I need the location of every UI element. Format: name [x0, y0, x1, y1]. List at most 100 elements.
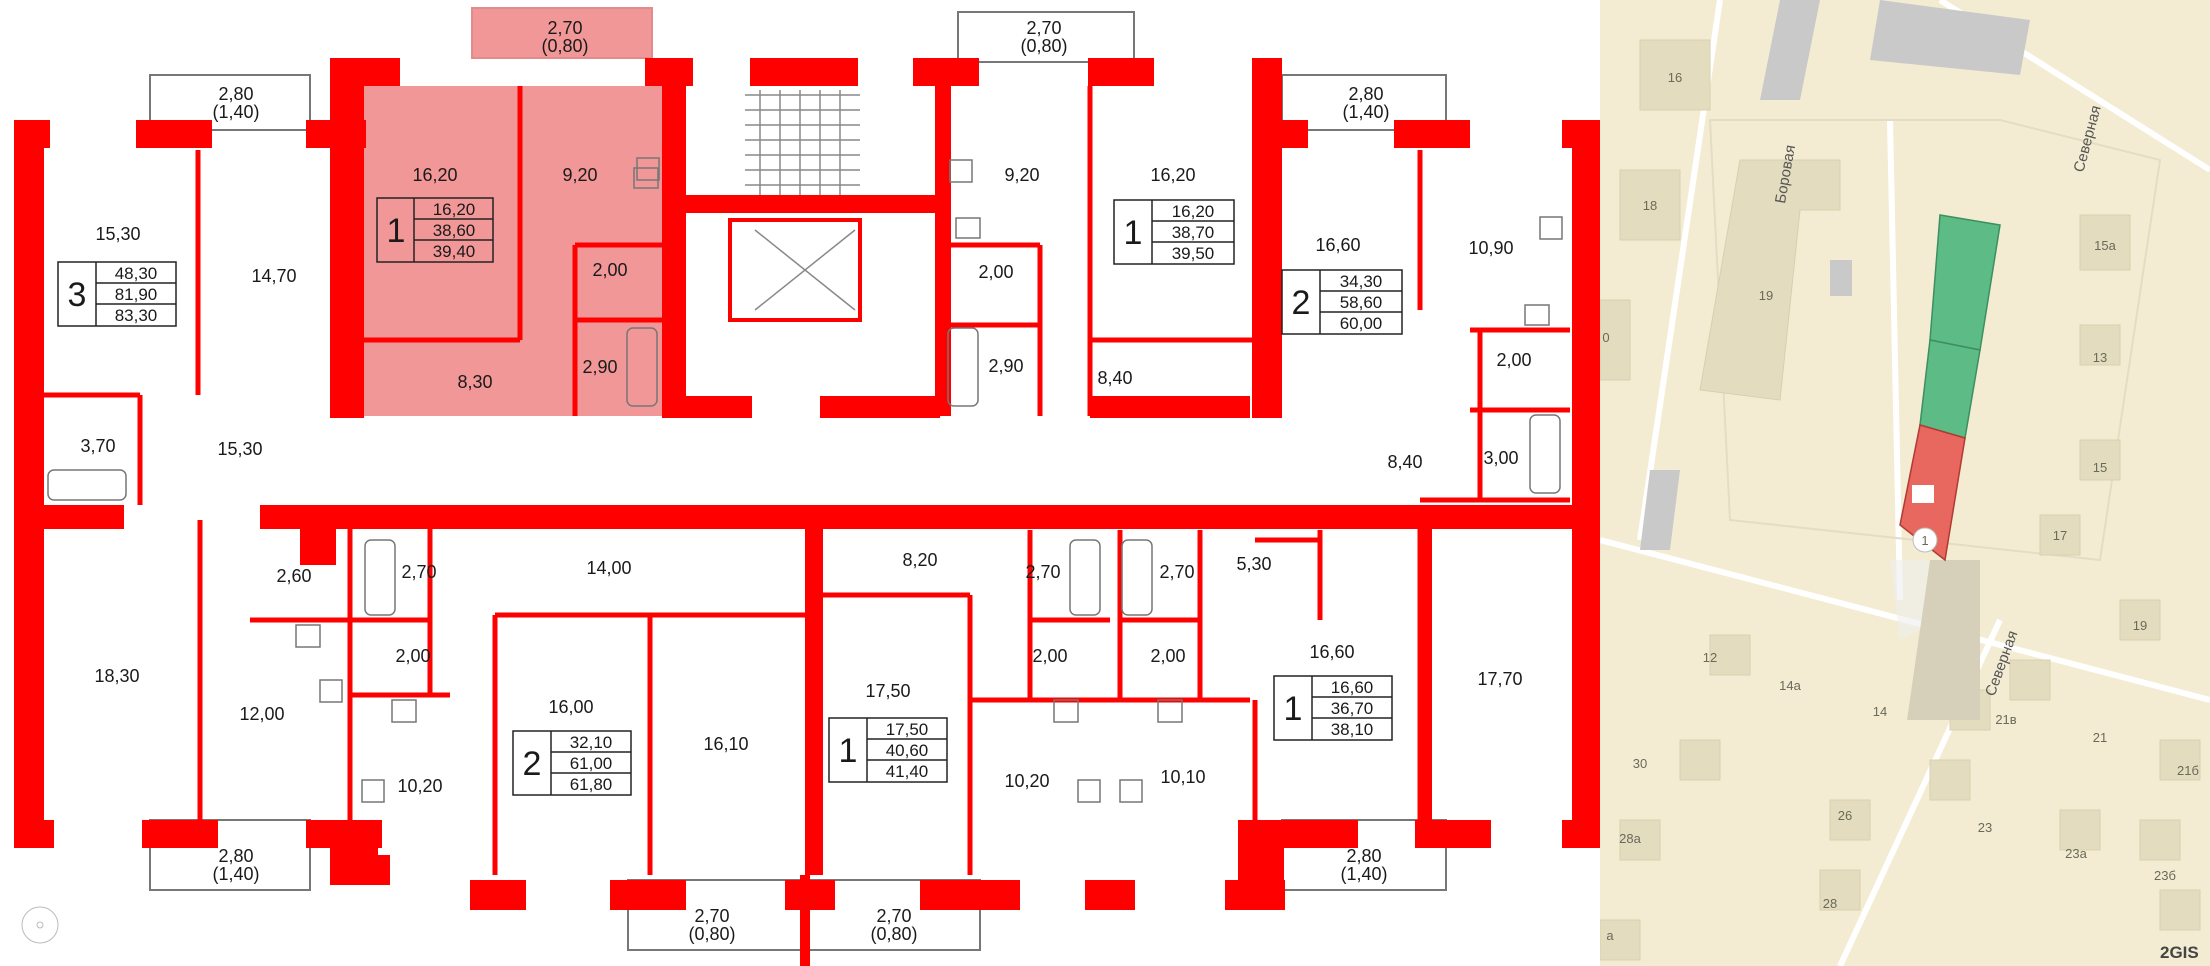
building-number: 19	[2133, 618, 2147, 633]
room-area: 15,30	[217, 439, 262, 459]
apartment-box[interactable]: 2 32,10 61,00 61,80	[512, 730, 632, 796]
building-number: 15а	[2094, 238, 2116, 253]
room-area: 17,70	[1477, 669, 1522, 689]
map-paths	[1708, 119, 2162, 562]
room-area: 16,00	[548, 697, 593, 717]
target-building[interactable]: 1	[1890, 214, 2001, 720]
building-number: 21в	[1995, 712, 2016, 727]
balcony-area: 2,80	[218, 846, 253, 866]
balcony-area: 2,80	[218, 84, 253, 104]
total-area: 40,60	[886, 741, 929, 760]
room-area: 2,00	[978, 262, 1013, 282]
balcony-area-reduced: (0,80)	[541, 36, 588, 56]
room-area: 2,00	[395, 646, 430, 666]
living-area: 16,20	[433, 200, 476, 219]
total-area: 58,60	[1340, 293, 1383, 312]
room-area: 2,00	[1496, 350, 1531, 370]
apartment-box[interactable]: 1 16,20 38,70 39,50	[1113, 199, 1235, 265]
map-grey-buildings	[1640, 0, 2030, 550]
balcony-area-reduced: (0,80)	[870, 924, 917, 944]
balcony-area: 2,80	[1348, 84, 1383, 104]
room-area: 10,10	[1160, 767, 1205, 787]
building-number: 13	[2093, 350, 2107, 365]
balcony-area-reduced: (0,80)	[688, 924, 735, 944]
map-provider-logo: 2GIS	[2160, 943, 2199, 962]
room-area: 10,20	[397, 776, 442, 796]
balcony-area: 2,70	[547, 18, 582, 38]
living-area: 34,30	[1340, 272, 1383, 291]
building-number: 26	[1838, 808, 1852, 823]
map-marker: 1	[1921, 533, 1928, 548]
apartment-box[interactable]: 1 16,60 36,70 38,10	[1273, 675, 1393, 741]
room-area: 17,50	[865, 681, 910, 701]
balcony-area: 2,70	[1026, 18, 1061, 38]
building-number: 15	[2093, 460, 2107, 475]
total-area: 81,90	[115, 285, 158, 304]
building-number: 23а	[2065, 846, 2087, 861]
apartment-box[interactable]: 1 17,50 40,60 41,40	[828, 717, 948, 783]
building-number: 23	[1978, 820, 1992, 835]
room-area: 14,00	[586, 558, 631, 578]
room-area: 15,30	[95, 224, 140, 244]
room-area: 3,70	[80, 436, 115, 456]
balcony-area: 2,70	[694, 906, 729, 926]
total-area-with-balcony: 60,00	[1340, 314, 1383, 333]
room-area: 2,60	[276, 566, 311, 586]
building-number: 21	[2093, 730, 2107, 745]
room-count: 1	[387, 212, 406, 250]
room-area: 8,20	[902, 550, 937, 570]
total-area-with-balcony: 61,80	[570, 775, 613, 794]
room-area: 16,20	[1150, 165, 1195, 185]
balcony-area-reduced: (1,40)	[212, 864, 259, 884]
apartment-box[interactable]: 1 16,20 38,60 39,40	[376, 197, 494, 263]
room-count: 2	[1292, 284, 1311, 322]
room-area: 8,40	[1387, 452, 1422, 472]
room-area: 2,70	[1025, 562, 1060, 582]
total-area-with-balcony: 39,50	[1172, 244, 1215, 263]
room-count: 2	[523, 745, 542, 783]
room-area: 8,30	[457, 372, 492, 392]
room-area: 2,00	[1032, 646, 1067, 666]
room-area: 2,90	[988, 356, 1023, 376]
building-number: 12	[1703, 650, 1717, 665]
building-number: 21б	[2177, 763, 2199, 778]
building-number: 28	[1823, 896, 1837, 911]
building-number: 23б	[2154, 868, 2176, 883]
room-area: 12,00	[239, 704, 284, 724]
building-number: 0	[1602, 330, 1609, 345]
living-area: 32,10	[570, 733, 613, 752]
living-area: 16,20	[1172, 202, 1215, 221]
room-area: 10,90	[1468, 238, 1513, 258]
building-number: 17	[2053, 528, 2067, 543]
building-number: 18	[1643, 198, 1657, 213]
total-area-with-balcony: 83,30	[115, 306, 158, 325]
total-area: 36,70	[1331, 699, 1374, 718]
interior-walls	[42, 86, 1570, 875]
building-number: 28а	[1619, 831, 1641, 846]
balcony-area-reduced: (1,40)	[1342, 102, 1389, 122]
room-area: 2,70	[1159, 562, 1194, 582]
balcony-area: 2,80	[1346, 846, 1381, 866]
compass-icon	[21, 906, 59, 944]
location-map: 1 Боровая Северная Северная 16 18 19 0 1…	[1600, 0, 2210, 966]
building-number: 19	[1759, 288, 1773, 303]
total-area-with-balcony: 41,40	[886, 762, 929, 781]
apartment-box[interactable]: 3 48,30 81,90 83,30	[57, 261, 177, 327]
room-labels: 16,20 9,20 2,00 2,90 8,30 15,30 14,70 3,…	[80, 165, 1531, 796]
room-area: 16,20	[412, 165, 457, 185]
total-area-with-balcony: 38,10	[1331, 720, 1374, 739]
balcony-area-reduced: (0,80)	[1020, 36, 1067, 56]
living-area: 16,60	[1331, 678, 1374, 697]
apartment-box[interactable]: 2 34,30 58,60 60,00	[1281, 269, 1403, 335]
room-area: 10,20	[1004, 771, 1049, 791]
room-area: 14,70	[251, 266, 296, 286]
room-area: 16,60	[1315, 235, 1360, 255]
building-number: 16	[1668, 70, 1682, 85]
room-area: 16,10	[703, 734, 748, 754]
room-count: 1	[839, 732, 858, 770]
total-area: 61,00	[570, 754, 613, 773]
room-area: 9,20	[562, 165, 597, 185]
total-area: 38,60	[433, 221, 476, 240]
balcony-area: 2,70	[876, 906, 911, 926]
highlighted-apartment[interactable]	[352, 86, 662, 416]
